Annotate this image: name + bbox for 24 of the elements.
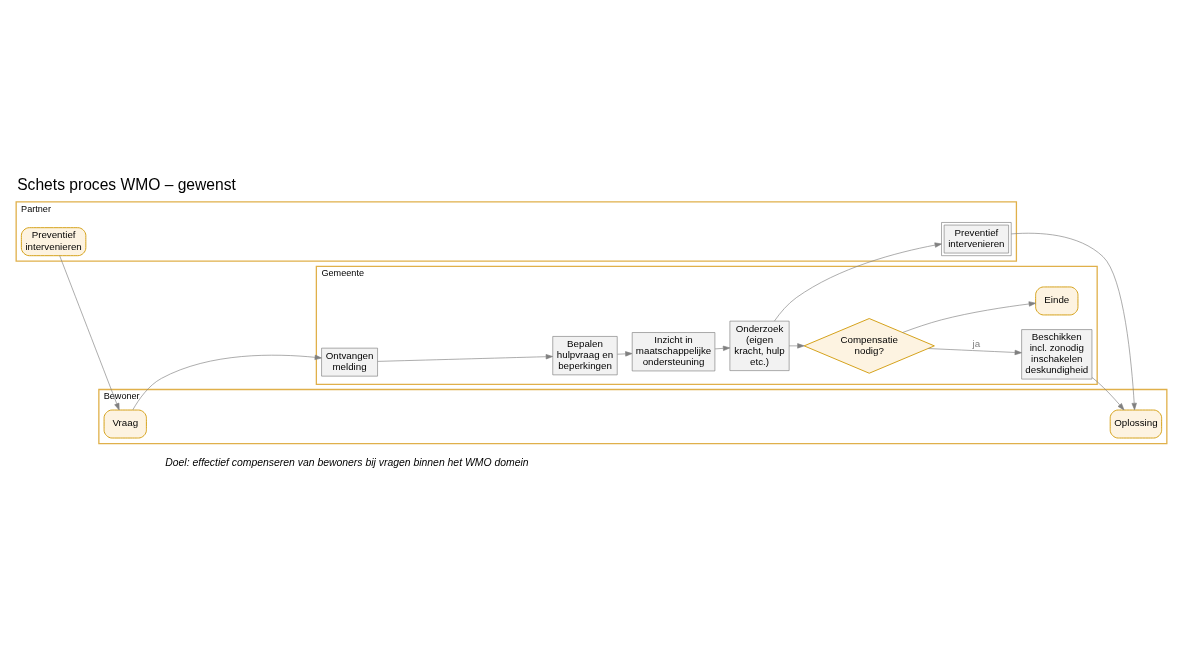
arrow — [788, 343, 805, 349]
arrow — [132, 354, 322, 411]
node-box: Onderzoek (eigen kracht, hulp etc.) — [729, 320, 790, 371]
node-box: Bepalen hulpvraag en beperkingen — [552, 336, 618, 376]
node-box: Beschikken incl. zonodig inschakelen deskundigheid — [1021, 329, 1093, 380]
arrow — [59, 255, 120, 411]
arrow — [902, 301, 1036, 333]
diagram-title: Schets proces WMO – gewenst — [17, 175, 236, 193]
node-box: Vraag — [103, 409, 147, 439]
node-box: Ontvangen melding — [321, 347, 378, 377]
arrow — [1091, 377, 1125, 411]
arrow — [377, 354, 553, 362]
node-diamond: Compensatie nodig? — [803, 318, 935, 374]
arrow — [1010, 232, 1137, 411]
node-box: Oplossing — [1109, 409, 1163, 439]
arrow — [714, 345, 731, 351]
edge-label: ja — [972, 337, 981, 349]
arrow — [928, 348, 1022, 356]
node-box: Inzicht in maatschappelijke ondersteuning — [631, 332, 716, 372]
arrow — [774, 242, 942, 322]
arrow — [617, 351, 633, 357]
node-box: Einde — [1035, 286, 1079, 316]
node-box: Preventief intervenieren — [20, 227, 87, 257]
label: Doel: effectief compenseren van bewoners bij vragen binnen het WMO domein — [165, 457, 529, 469]
